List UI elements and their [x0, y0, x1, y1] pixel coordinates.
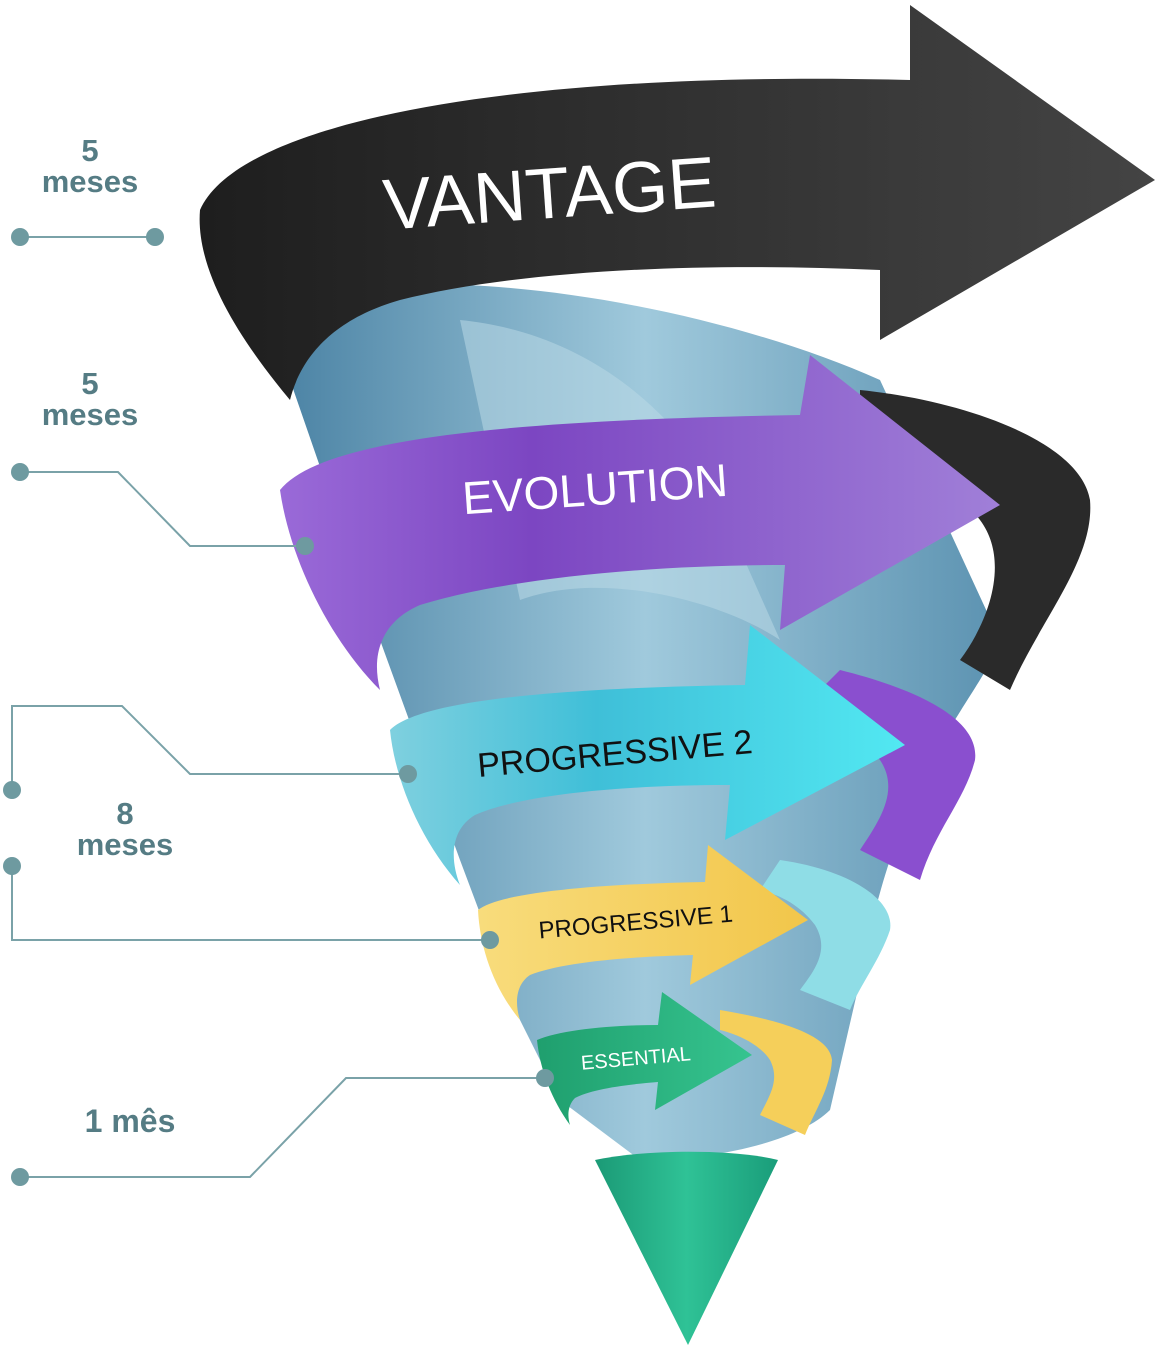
duration-essential: 1 mês — [45, 1105, 215, 1137]
connector-dot — [11, 463, 29, 481]
duration-text: 1 mês — [84, 1103, 176, 1139]
connector-dot — [296, 537, 314, 555]
connector-progressive1 — [11, 866, 490, 941]
connector-lines — [11, 236, 545, 1178]
essential-arrow — [537, 992, 752, 1125]
connector-dots — [3, 228, 554, 1186]
bottom-cone — [595, 1151, 778, 1345]
connector-dot — [399, 765, 417, 783]
connector-evolution — [20, 471, 305, 547]
vantage-arrow — [199, 5, 1156, 400]
duration-unit: meses — [76, 827, 174, 862]
duration-value: 8 — [116, 796, 134, 831]
evolution-arrow — [280, 355, 1000, 690]
duration-unit: meses — [41, 397, 139, 432]
connector-dot — [11, 1168, 29, 1186]
connector-dot — [11, 228, 29, 246]
connector-dot — [3, 857, 21, 875]
connector-dot — [536, 1069, 554, 1087]
duration-value: 5 — [81, 366, 99, 401]
connector-dot — [3, 781, 21, 799]
progressive1-back-ribbon — [720, 1010, 832, 1135]
progressive2-back-ribbon — [760, 860, 891, 1010]
connector-dot — [481, 931, 499, 949]
connector-essential — [20, 1077, 545, 1178]
progressive1-arrow — [478, 845, 808, 1020]
duration-evolution: 5 meses — [20, 368, 160, 430]
duration-vantage: 5 meses — [20, 135, 160, 197]
connector-dot — [146, 228, 164, 246]
progressive2-arrow — [390, 625, 905, 885]
duration-progressive: 8 meses — [55, 798, 195, 860]
duration-unit: meses — [41, 164, 139, 199]
vantage-back-ribbon — [860, 390, 1091, 690]
connector-progressive2 — [11, 705, 408, 790]
duration-value: 5 — [81, 133, 99, 168]
